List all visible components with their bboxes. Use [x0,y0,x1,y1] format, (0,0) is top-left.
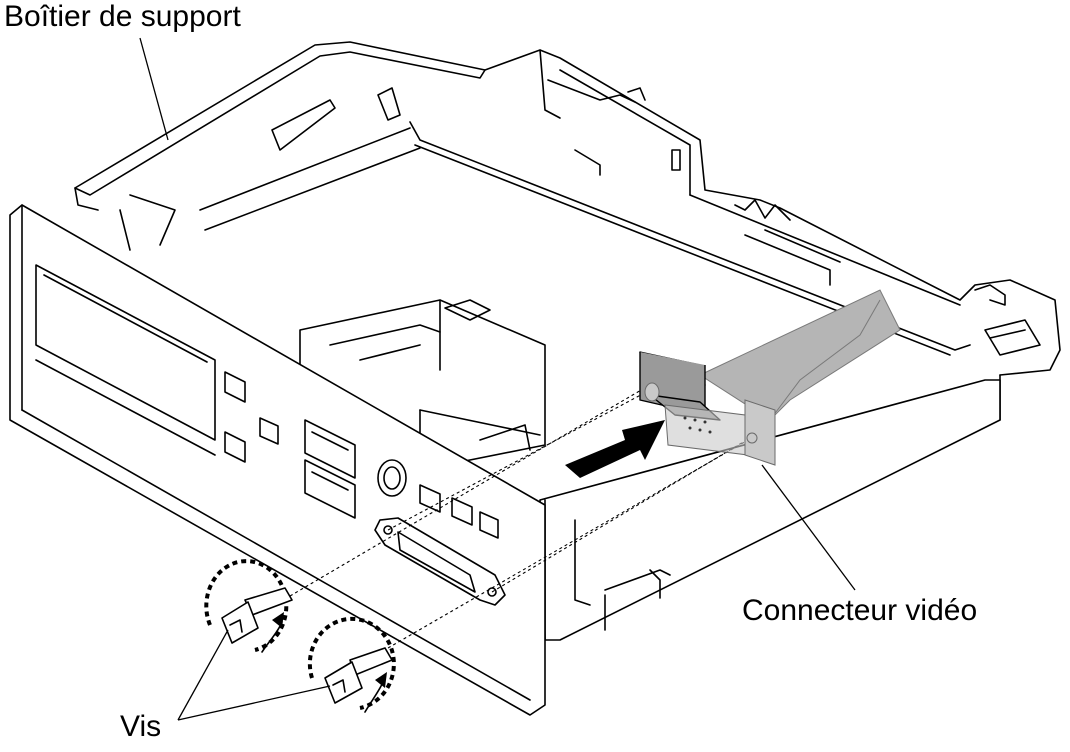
screw-2 [307,616,396,713]
leader-vis-screw-1 [177,629,229,721]
label-screws: Vis [120,710,162,743]
video-connector [639,289,901,466]
front-bezel [9,204,546,716]
screw-1 [204,559,293,653]
leader-bracket [139,37,169,141]
support-bracket-cage [74,41,1061,421]
label-video-connector: Connecteur vidéo [742,594,978,627]
label-bracket: Boîtier de support [4,0,241,33]
insertion-arrow [565,420,665,478]
leader-video-connector [761,464,856,591]
leader-vis-screw-2 [177,685,331,721]
